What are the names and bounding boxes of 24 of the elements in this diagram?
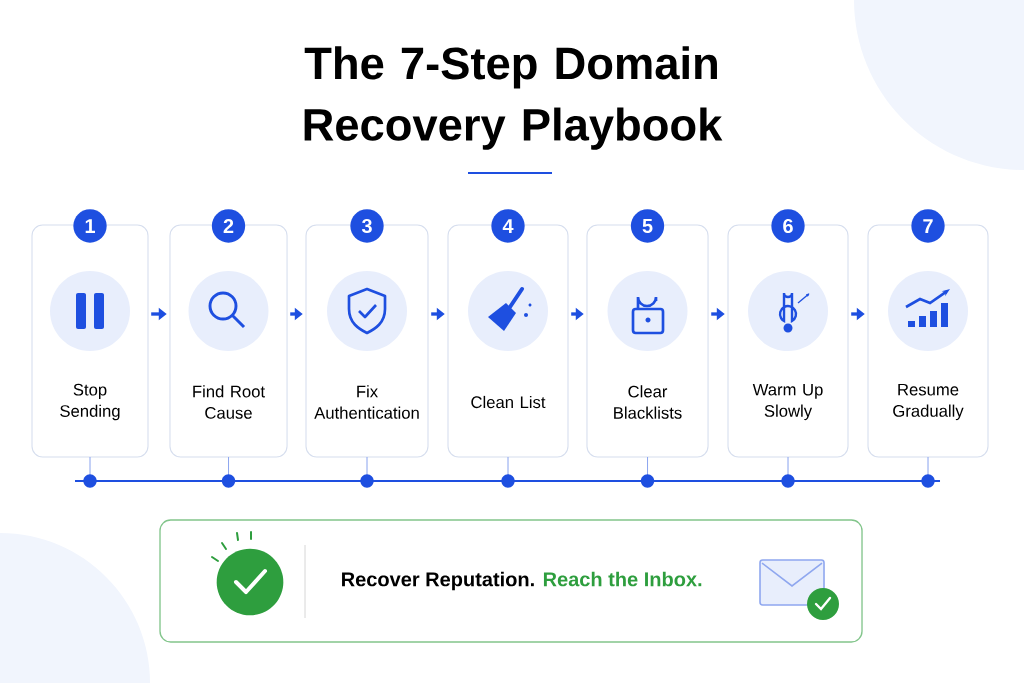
step-number: 2 bbox=[211, 209, 246, 243]
step-label: Find Root Cause bbox=[193, 385, 265, 419]
title: The 7-Step Domain Recovery Playbook bbox=[304, 46, 723, 150]
step-number: 4 bbox=[491, 209, 525, 243]
step-number: 1 bbox=[73, 209, 107, 243]
step-number: 6 bbox=[771, 209, 805, 243]
step-number: 7 bbox=[911, 209, 945, 243]
step-card bbox=[169, 209, 288, 458]
step-card bbox=[31, 209, 149, 458]
step-card bbox=[305, 209, 429, 458]
step-card bbox=[727, 209, 849, 458]
step-number: 5 bbox=[630, 209, 665, 243]
banner-text: Recover Reputation. Reach the Inbox. bbox=[342, 571, 702, 591]
step-number: 3 bbox=[350, 209, 384, 243]
step-label: Clean List bbox=[471, 395, 546, 409]
step-label: Clear Blacklists bbox=[614, 385, 682, 419]
step-label: Resume Gradually bbox=[893, 383, 964, 421]
step-label: Fix Authentication bbox=[314, 385, 419, 419]
step-label: Stop Sending bbox=[60, 383, 120, 421]
banner bbox=[159, 519, 863, 643]
step-card bbox=[447, 209, 569, 458]
step-card bbox=[586, 209, 709, 458]
step-label: Warm Up Slowly bbox=[752, 383, 823, 421]
step-card bbox=[867, 209, 989, 458]
